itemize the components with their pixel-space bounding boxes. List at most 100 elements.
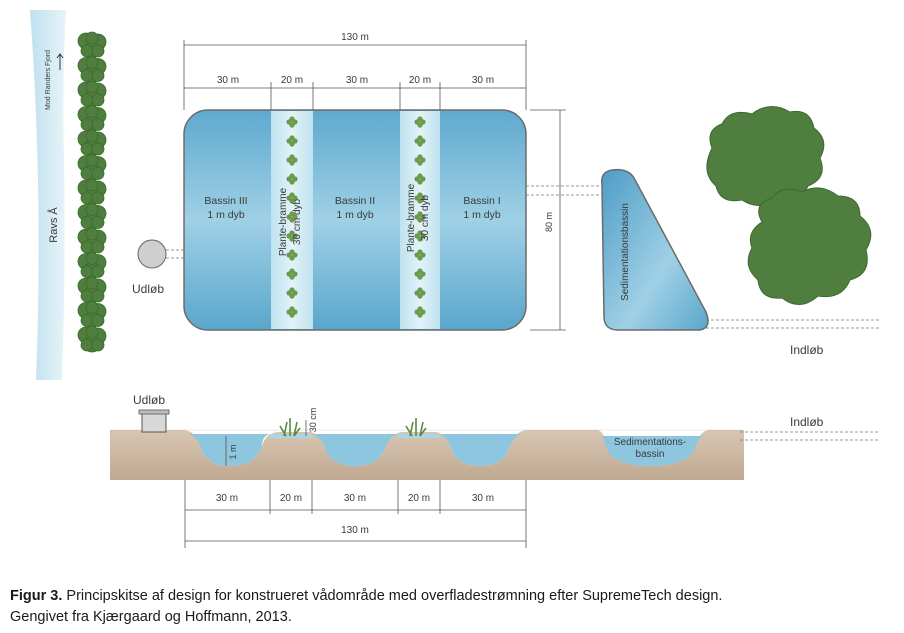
bramme1-depth: 30 cm dyb xyxy=(292,198,303,245)
plant-icon xyxy=(286,173,298,185)
plan-outlet-label: Udløb xyxy=(132,282,164,296)
section-dimensions xyxy=(184,480,527,548)
direction-label: Mod Randers Fjord xyxy=(45,50,52,110)
bush-icon xyxy=(77,325,107,353)
river-ravs-aa xyxy=(30,10,66,380)
section-inlet-label: Indløb xyxy=(790,415,824,429)
plan-seg-4: 20 m xyxy=(409,75,431,86)
bramme-plants xyxy=(286,116,426,318)
sedimentation-label: Sedimentationsbassin xyxy=(620,203,631,301)
inlet-pipe-section xyxy=(740,431,880,441)
reed-1-icon xyxy=(279,418,301,437)
basin1-name: Bassin I xyxy=(463,195,500,207)
caption-label: Figur 3. xyxy=(10,588,63,604)
plant-icon xyxy=(286,249,298,261)
plan-inlet-label: Indløb xyxy=(790,343,824,357)
sedimentation-basin-plan xyxy=(600,168,709,331)
plant-icon xyxy=(414,230,426,242)
section-soil xyxy=(110,430,744,480)
basin3-depth: 1 m dyb xyxy=(207,209,245,221)
reed-2-icon xyxy=(405,418,427,437)
plan-seg-3: 30 m xyxy=(346,75,368,86)
section-seg-4: 20 m xyxy=(408,493,430,504)
plan-dimensions xyxy=(183,40,566,331)
plant-icon xyxy=(286,211,298,223)
water-bramme1 xyxy=(270,434,312,438)
bush-icon xyxy=(77,227,107,255)
plant-icon xyxy=(414,249,426,261)
caption-text-1: Principskitse af design for konstrueret … xyxy=(62,588,723,604)
section-depth-basin: 1 m xyxy=(228,444,238,459)
basin2-name: Bassin II xyxy=(335,195,375,207)
bush-icon xyxy=(77,129,107,157)
bramme2-depth: 30 cm dyb xyxy=(420,194,431,241)
bush-icon xyxy=(77,154,107,181)
arrow-up-icon xyxy=(56,53,64,70)
plant-icon xyxy=(414,173,426,185)
section-seg-3: 30 m xyxy=(344,493,366,504)
section-sed-line1: Sedimentations- xyxy=(614,437,686,448)
plant-icon xyxy=(286,287,298,299)
plant-icon xyxy=(414,268,426,280)
bramme1-name: Plante-bramme xyxy=(278,187,289,256)
basin-plan xyxy=(183,109,527,331)
bush-icon xyxy=(77,80,107,108)
bush-icon xyxy=(77,31,107,59)
plan-seg-1: 30 m xyxy=(217,75,239,86)
section-outlet-label: Udløb xyxy=(133,393,165,407)
outlet-well-icon xyxy=(137,239,167,269)
plant-icon xyxy=(414,135,426,147)
river-label: Ravs Å xyxy=(47,207,60,243)
bush-icon xyxy=(77,203,107,230)
section-sed-line2: bassin xyxy=(636,449,665,460)
figure-caption: Figur 3. Principskitse af design for kon… xyxy=(10,586,890,628)
section-total-width: 130 m xyxy=(341,525,369,536)
water-basin3 xyxy=(188,434,270,466)
water-basin1 xyxy=(440,434,522,466)
outlet-box-icon xyxy=(141,411,167,433)
basin3-name: Bassin III xyxy=(204,195,247,207)
plant-icon xyxy=(286,135,298,147)
plant-icon xyxy=(286,116,298,128)
outlet-pipe xyxy=(166,249,184,259)
bramme2-name: Plante-bramme xyxy=(406,183,417,252)
caption-text-2: Gengivet fra Kjærgaard og Hoffmann, 2013… xyxy=(10,609,292,625)
plant-icon xyxy=(414,154,426,166)
bush-icon xyxy=(77,301,107,328)
water-bramme2 xyxy=(398,434,440,438)
section-seg-2: 20 m xyxy=(280,493,302,504)
plant-icon xyxy=(286,268,298,280)
plant-icon xyxy=(286,192,298,204)
bush-icon xyxy=(77,252,107,279)
plan-seg-5: 30 m xyxy=(472,75,494,86)
bush-icon xyxy=(77,178,107,206)
bush-icon xyxy=(77,105,107,132)
bush-icon xyxy=(77,276,107,304)
plant-icon xyxy=(414,116,426,128)
plan-height: 80 m xyxy=(544,212,554,232)
water-sedimentation xyxy=(602,436,702,466)
water-basin2 xyxy=(312,434,398,466)
plant-icon xyxy=(414,287,426,299)
section-drawing xyxy=(110,409,744,480)
plant-icon xyxy=(286,230,298,242)
hedge xyxy=(77,31,107,353)
wetland-diagram: Ravs Å Mod Randers Fjord 130 m 30 m 20 m… xyxy=(30,10,880,548)
section-seg-5: 30 m xyxy=(472,493,494,504)
basin-connection xyxy=(526,185,604,196)
inlet-pipe-plan xyxy=(706,319,880,329)
plant-icon xyxy=(286,306,298,318)
basin1-depth: 1 m dyb xyxy=(463,209,501,221)
plant-icon xyxy=(414,192,426,204)
plant-icon xyxy=(414,306,426,318)
basin2-depth: 1 m dyb xyxy=(336,209,374,221)
plan-seg-2: 20 m xyxy=(281,75,303,86)
plant-icon xyxy=(286,154,298,166)
caption-line-1: Figur 3. Principskitse af design for kon… xyxy=(10,586,890,607)
bush-icon xyxy=(77,56,107,83)
trees xyxy=(706,106,872,305)
section-depth-bramme: 30 cm xyxy=(308,408,318,433)
section-seg-1: 30 m xyxy=(216,493,238,504)
plant-icon xyxy=(414,211,426,223)
plan-total-width: 130 m xyxy=(341,32,369,43)
